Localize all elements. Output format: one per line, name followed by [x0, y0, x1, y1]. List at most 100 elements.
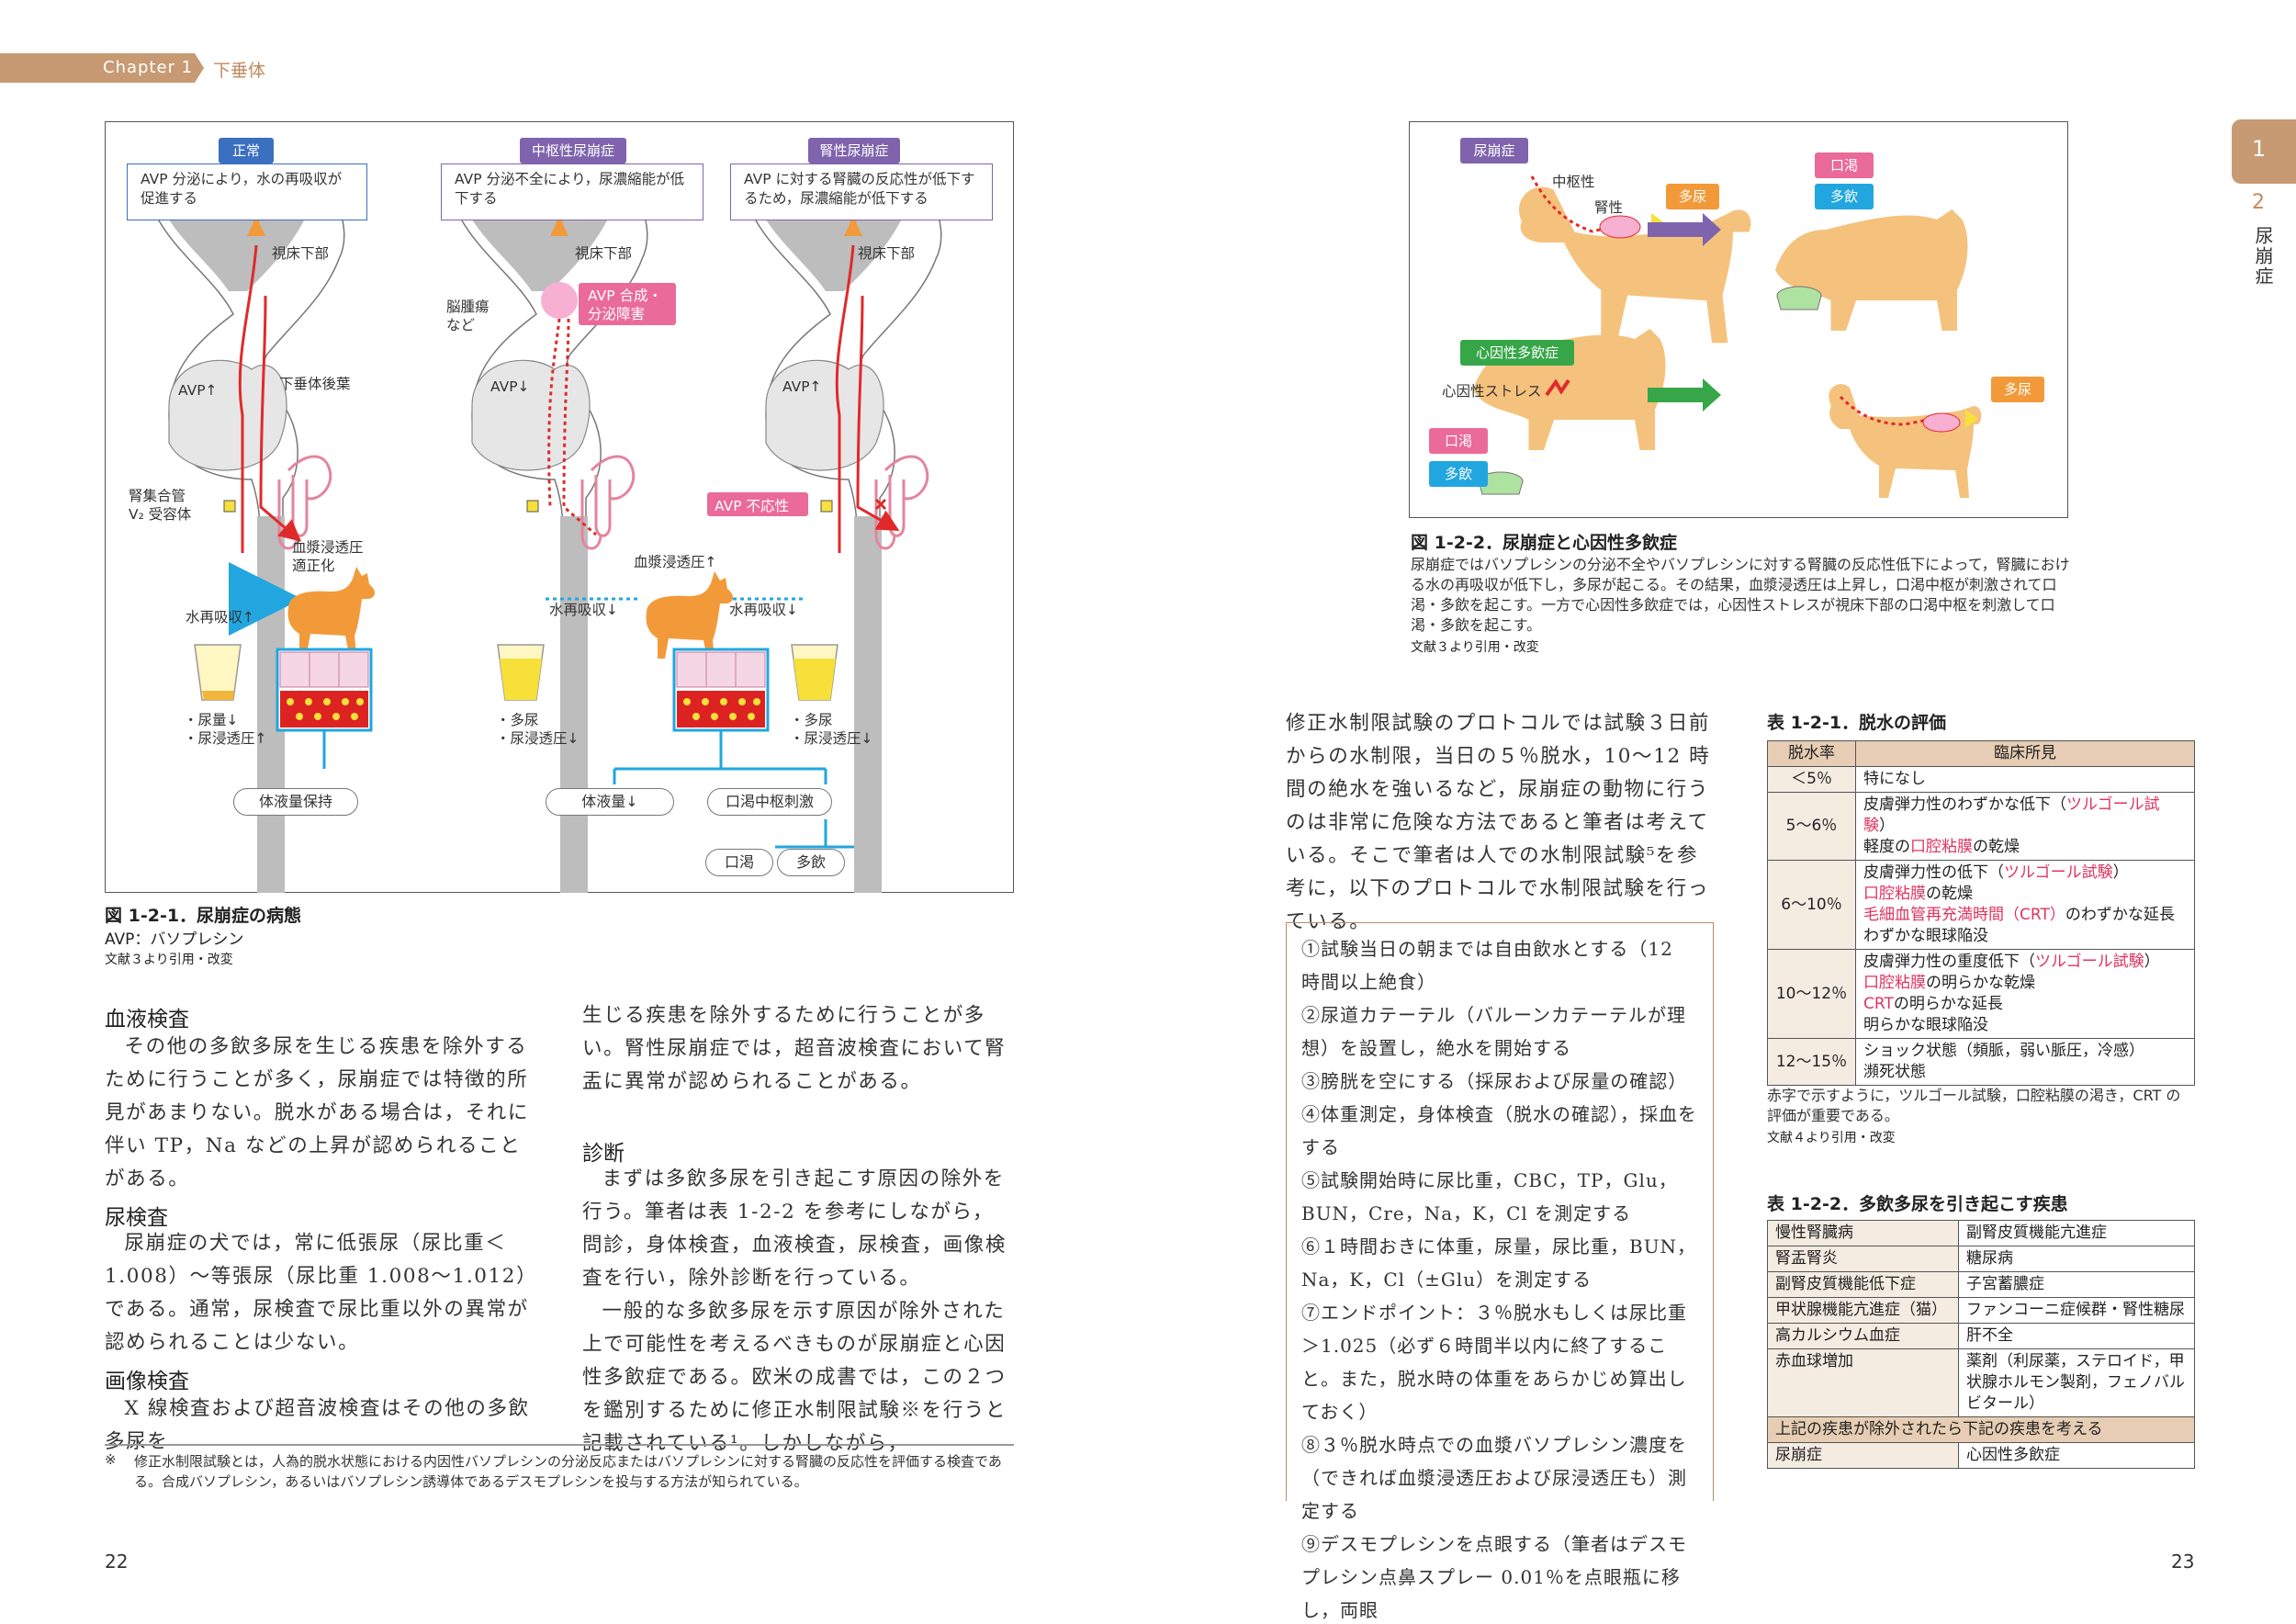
- urine-body: 尿崩症の犬では，常に低張尿（尿比重＜1.008）〜等張尿（尿比重 1.008〜1…: [105, 1227, 536, 1359]
- fig1-posterior-pituitary: 下垂体後葉: [279, 376, 351, 392]
- table2-cell: 心因性多飲症: [1958, 1442, 2195, 1469]
- table-row: 赤血球増加薬剤（利尿薬，ステロイド，甲状腺ホルモン製剤，フェノバルビタール）: [1767, 1348, 2195, 1417]
- finding-keyword: ツルゴール試験: [1863, 795, 2160, 835]
- footnote-mark: ※: [105, 1451, 117, 1468]
- blood-body: その他の多飲多尿を生じる疾患を除外するために行うことが多く，尿崩症では特徴的所見…: [105, 1031, 536, 1196]
- finding-text: ）: [2144, 953, 2160, 971]
- finding-text: ショック状態（頻脈，弱い脈圧，冷感）: [1863, 1042, 2144, 1060]
- fig2-psy-tag: 心因性多飲症: [1460, 340, 1574, 366]
- finding-keyword: ツルゴール試験: [2004, 863, 2113, 882]
- table-row: 高カルシウム血症肝不全: [1767, 1323, 2195, 1349]
- table1-findings: ショック状態（頻脈，弱い脈圧，冷感） 瀕死状態: [1855, 1038, 2195, 1086]
- fig1-fluid-keep: 体液量保持: [233, 788, 358, 816]
- fig1-plasma-up: 血漿浸透圧↑: [634, 554, 717, 570]
- diagnosis-heading: 診断: [582, 1142, 625, 1166]
- fig1-avp-central: AVP↓: [490, 378, 530, 395]
- fig1-desc-normal: AVP 分泌により，水の再吸収が促進する: [127, 164, 367, 220]
- table-row: ＜5％特になし: [1767, 766, 2195, 793]
- fig2-central: 中枢性: [1552, 174, 1595, 190]
- finding-text: の乾燥: [1973, 838, 2020, 856]
- diagnosis-paragraph-2: 一般的な多飲多尿を示す原因が除外された上で可能性を考えるべきものが尿崩症と心因性…: [582, 1300, 1007, 1455]
- finding-line: 軽度の口腔粘膜の乾燥: [1863, 837, 2187, 858]
- finding-text: ）: [2112, 863, 2129, 882]
- table2-cell: 赤血球増加: [1767, 1348, 1959, 1417]
- chapter-label: Chapter 1: [103, 58, 194, 77]
- finding-line: わずかな眼球陥没: [1863, 926, 2187, 947]
- finding-line: 瀕死状態: [1863, 1062, 2187, 1083]
- fig1-fluid-down: 体液量↓: [546, 788, 674, 816]
- protocol-step-8: ⑧３％脱水時点での血漿バソプレシン濃度を（できれば血漿浸透圧および尿浸透圧も）測…: [1301, 1434, 1687, 1522]
- table1-rate: 12〜15％: [1767, 1038, 1856, 1086]
- finding-line: 明らかな眼球陥没: [1863, 1015, 2187, 1036]
- fig1-polydipsia: 多飲: [777, 849, 845, 876]
- fig2-thirst-2: 口渇: [1429, 428, 1488, 454]
- table-row: 上記の疾患が除外されたら下記の疾患を考える: [1767, 1416, 2195, 1443]
- finding-line: 口腔粘膜の明らかな乾燥: [1863, 973, 2187, 994]
- fig1-tag-central: 中枢性尿崩症: [520, 138, 626, 164]
- fig1-uosm-down-1: ・尿浸透圧↓: [496, 730, 580, 747]
- fig1-caption-sub: AVP：バソプレシン: [105, 930, 244, 949]
- table1-rate: 6〜10％: [1767, 860, 1856, 950]
- protocol-step-2: ②尿道カテーテル（バルーンカテーテルが理想）を設置し，絶水を開始する: [1301, 1004, 1686, 1059]
- figure-2-art: [1473, 175, 1982, 498]
- fig1-urine-down: ・尿量↓: [184, 712, 239, 728]
- fig1-uosm-down-2: ・尿浸透圧↓: [790, 730, 873, 747]
- protocol-intro-paragraph: 修正水制限試験のプロトコルでは試験３日前からの水制限，当日の５％脱水，10〜12…: [1286, 712, 1711, 933]
- blood-heading: 血液検査: [105, 1008, 189, 1032]
- finding-text: 特になし: [1863, 770, 1926, 788]
- fig1-avp-renal: AVP↑: [782, 378, 822, 395]
- side-tab: [2232, 119, 2296, 184]
- footnote-text: 修正水制限試験とは，人為的脱水状態における内因性バソプレシンの分泌反応またはバソ…: [134, 1453, 1002, 1490]
- fig1-water-down-2: 水再吸収↓: [729, 602, 798, 618]
- fig2-polyuria-2: 多尿: [1991, 377, 2044, 402]
- table2-cell: 甲状腺機能亢進症（猫）: [1767, 1297, 1959, 1324]
- finding-text: の明らかな延長: [1893, 995, 2003, 1013]
- fig1-avp-disorder-1: AVP 合成・: [588, 288, 662, 304]
- table-row: 5〜6％皮膚弾力性のわずかな低下（ツルゴール試験）軽度の口腔粘膜の乾燥: [1767, 792, 2195, 861]
- fig1-uosm-up: ・尿浸透圧↑: [184, 730, 267, 747]
- finding-keyword: 口腔粘膜: [1863, 974, 1926, 992]
- table1-header-rate: 脱水率: [1767, 740, 1856, 767]
- fig1-polyuria-2: ・多尿: [790, 712, 833, 728]
- finding-text: 明らかな眼球陥没: [1863, 1016, 1988, 1034]
- protocol-step-9: ⑨デスモプレシンを点眼する（筆者はデスモプレシン点鼻スプレー 0.01％を点眼瓶…: [1301, 1533, 1687, 1621]
- finding-line: 皮膚弾力性のわずかな低下（ツルゴール試験）: [1863, 795, 2187, 837]
- table-row: 尿崩症心因性多飲症: [1767, 1442, 2195, 1469]
- finding-line: 特になし: [1863, 769, 2187, 790]
- table2-cell: 慢性腎臓病: [1767, 1220, 1959, 1246]
- table2-cell: 肝不全: [1958, 1323, 2195, 1349]
- protocol-intro: 修正水制限試験のプロトコルでは試験３日前からの水制限，当日の５％脱水，10〜12…: [1286, 707, 1714, 939]
- table2-cell: 子宮蓄膿症: [1958, 1271, 2195, 1298]
- table-row: 6〜10％皮膚弾力性の低下（ツルゴール試験）口腔粘膜の乾燥毛細血管再充満時間（C…: [1767, 860, 2195, 950]
- table2-cell: 副腎皮質機能低下症: [1767, 1271, 1959, 1298]
- table2-cell: 糖尿病: [1958, 1246, 2195, 1272]
- diagnosis-paragraph-1: まずは多飲多尿を引き起こす原因の除外を行う。筆者は表 1-2-2 を参考にしなが…: [582, 1167, 1007, 1290]
- finding-text: 瀕死状態: [1863, 1063, 1926, 1081]
- fig1-avp-unresponsive-box: [707, 492, 808, 516]
- fig1-desc-renal: AVP に対する腎臓の反応性が低下するため，尿濃縮能が低下する: [730, 164, 993, 220]
- table2-cell: 腎盂腎炎: [1767, 1246, 1959, 1272]
- table2-band: 上記の疾患が除外されたら下記の疾患を考える: [1767, 1416, 2195, 1443]
- urine-heading: 尿検査: [105, 1206, 168, 1230]
- table-row: 腎盂腎炎糖尿病: [1767, 1246, 2195, 1272]
- fig2-body: 尿崩症ではバソプレシンの分泌不全やバソプレシンに対する腎臓の反応性低下によって，…: [1411, 556, 2070, 634]
- fig2-source: 文献３より引用・改変: [1411, 640, 1539, 655]
- protocol-step-5: ⑤試験開始時に尿比重，CBC，TP，Glu，BUN，Cre，Na，K，Cl を測…: [1301, 1169, 1678, 1224]
- fig2-polydipsia-1: 多飲: [1815, 184, 1874, 209]
- fig1-avp-normal: AVP↑: [178, 382, 218, 399]
- finding-text: 軽度の: [1863, 838, 1910, 856]
- side-tab-number: 1: [2252, 136, 2267, 162]
- finding-text: 皮膚弾力性の重度低下（: [1863, 953, 2035, 971]
- finding-line: 皮膚弾力性の重度低下（ツルゴール試験）: [1863, 952, 2187, 973]
- finding-keyword: 口腔粘膜: [1863, 885, 1926, 903]
- table2-cell: 薬剤（利尿薬，ステロイド，甲状腺ホルモン製剤，フェノバルビタール）: [1958, 1348, 2195, 1417]
- fig2-di-tag: 尿崩症: [1460, 138, 1528, 164]
- table1-findings: 特になし: [1855, 766, 2195, 793]
- table1-title: 表 1-2-1．脱水の評価: [1767, 713, 1947, 733]
- protocol-step-3: ③膀胱を空にする（採尿および尿量の確認）: [1301, 1070, 1688, 1092]
- image-paragraph: X 線検査および超音波検査はその他の多飲多尿を: [105, 1397, 530, 1453]
- fig1-source: 文献３より引用・改変: [105, 953, 233, 967]
